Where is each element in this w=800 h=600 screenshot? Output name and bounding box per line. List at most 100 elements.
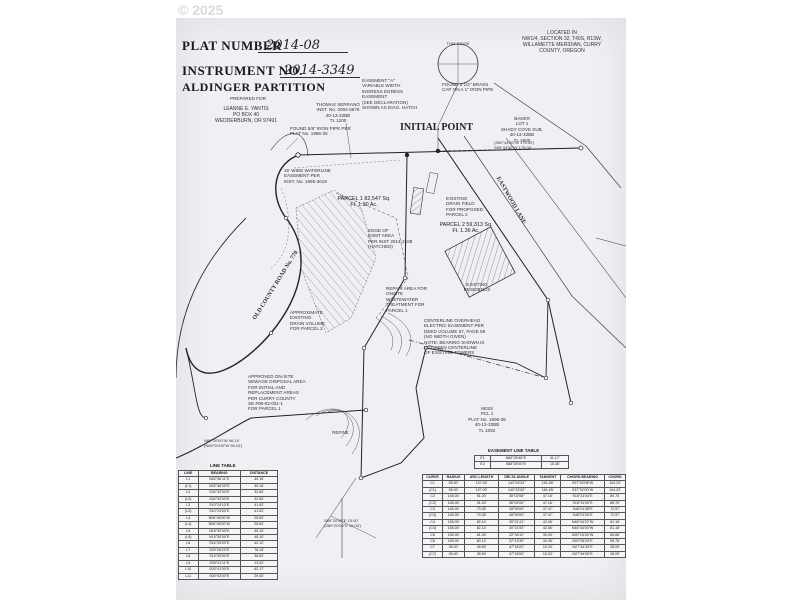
curve-table-row: (C4)155.00'82.14'30°21'00"42.06'N46°44'0… <box>421 525 626 533</box>
line-table-cell: 30.16' <box>240 482 278 491</box>
curve-table-cell: N27°44'00"E <box>560 550 605 559</box>
curve-table-cell: 89.70' <box>603 493 626 501</box>
line-table-cell: L11 <box>178 572 199 580</box>
curve-table-cell: C5 <box>421 531 444 540</box>
line-table-cell: 41.62' <box>240 501 278 510</box>
curve-table-cell: 137.00' <box>463 480 500 488</box>
partition-title: ALDINGER PARTITION <box>182 80 326 94</box>
curve-table-cell: 30.93' <box>534 531 562 540</box>
parcel-1-label: PARCEL 1 82,547 Sq. Ft. 1.90 Ac. <box>337 196 391 209</box>
existing-residence-label: EXISTING RESIDENCE <box>463 282 491 293</box>
curve-table-cell: 28.90' <box>463 550 500 559</box>
approx-drain-note: APPROXIMATE EXISTING DRAIN VOLUME FOR PA… <box>290 310 325 332</box>
curve-table-cell: (C4) <box>421 525 444 533</box>
instrument-underline <box>280 77 360 78</box>
found-brass-cap-note: FOUND 3 1/2" BRASS CAP ON A 1" IRON PIPE <box>442 82 494 93</box>
curve-table-cell: (C1) <box>421 486 444 495</box>
curve-table-cell: 35.00' <box>442 550 465 559</box>
curve-table-row: (C1)55.00'137.00'142°43'00"161.65'S37°02… <box>421 486 626 495</box>
refine-label: REFINE <box>332 430 349 435</box>
curve-table-cell: 104.23' <box>603 486 626 495</box>
plat-number-underline <box>258 52 348 53</box>
monument-note: FOUND 5/8" IRON PIPE PER PLAT No. 1996-3… <box>290 126 351 137</box>
line-table-cell: 30.16' <box>240 476 278 484</box>
north-bearing-label: (S89°44'50"W 175.00') S89°44'50"W 175.00… <box>494 140 535 151</box>
edge-easement-note: EDGE OF ESMT AREA PER INST 2014-2108 (HA… <box>368 228 413 250</box>
this-ridge-label: THIS RIDGE <box>446 41 470 46</box>
curve-table-cell: 161.65' <box>534 480 562 488</box>
curve-table-cell: 47.16' <box>534 493 562 501</box>
curve-table-cell: 91.20' <box>463 499 500 508</box>
line-table-cell: 42.12' <box>240 540 278 548</box>
easement-table-cell: 41.17' <box>540 454 570 463</box>
parcel-2-label: PARCEL 2 59,313 Sq. Ft. 1.36 Ac. <box>439 222 493 235</box>
baker-lot-note: BAKER LOT 1 SHADY COVE SUB. 40-13-32BB T… <box>500 116 544 143</box>
line-table-cell: 45.10' <box>240 527 278 536</box>
line-table-header: DISTANCE <box>240 469 278 478</box>
hatched-easement-area <box>295 189 377 334</box>
curve-table-cell: 28.09' <box>603 550 626 559</box>
curve-table-cell: C4 <box>421 518 444 527</box>
basis-bearing-label: S89°20'00"E 15.00' (S89°20'00"E 15.00') <box>324 518 362 529</box>
curve-table-cell: (C3) <box>421 512 444 520</box>
existing-residence-footprint <box>444 226 516 298</box>
easement-table-cell: E1 <box>474 454 491 463</box>
line-table-cell: S00°03'00"E <box>197 572 242 580</box>
line-table-cell: 45.10' <box>240 534 278 542</box>
line-table-cell: 25.60' <box>240 521 278 529</box>
curve-table-cell: 28.09' <box>603 544 626 552</box>
line-table-title: LINE TABLE <box>210 463 236 468</box>
plat-map-sheet: PLAT NUMBER 2014-08 INSTRUMENT NO. 2014-… <box>176 18 626 600</box>
initial-point-label: INITIAL POINT <box>400 122 474 133</box>
curve-table-cell: C2 <box>421 493 444 501</box>
easement-table-title: EASEMENT LINE TABLE <box>488 448 540 453</box>
old-county-road <box>185 155 302 374</box>
easement-table-cell: S88°26'00"E <box>490 461 542 469</box>
client-address: LEANNE E. YANTIS PO BOX 40 WEDDERBURN, O… <box>215 106 277 124</box>
west-bearing-label: N89°20'00"W 96.10' (N89°20'00"W 96.10') <box>204 438 243 449</box>
hess-parcel-note: HESS PCL 1 PLAT No. 1996-35 40-13-32BB T… <box>468 406 506 433</box>
curve-table-cell: 60.66' <box>603 531 626 540</box>
line-table-cell: 38.52' <box>240 553 278 561</box>
curve-table-cell: 73.35' <box>463 505 500 514</box>
waterline-easement-note: 15' WIDE WATERLINE EASEMENT PER INST. No… <box>284 168 331 184</box>
curve-table-cell: C3 <box>421 505 444 514</box>
approved-septic-note: APPROVED ON-SITE SEWAGE DISPOSAL AREA FO… <box>248 374 306 412</box>
curve-table-cell: 81.18' <box>603 525 626 533</box>
easement-a-note: EASEMENT "A" VARIABLE WIDTH INGRESS EGRE… <box>362 78 418 111</box>
curve-table-cell: 73.35' <box>463 512 500 520</box>
curve-table-cell: 104.23' <box>603 480 626 488</box>
curve-table-row: (C2)145.00'91.20'36°02'00"47.16'S16°31'0… <box>421 499 626 508</box>
overhead-electric-note: CENTERLINE OVERHEAD ELECTRIC EASEMENT PE… <box>424 318 486 356</box>
curve-table-cell: 60.13' <box>463 538 500 546</box>
curve-table-cell: 161.65' <box>534 486 562 495</box>
curve-table-cell: 37.47' <box>534 512 562 520</box>
instrument-value: 2014-3349 <box>284 63 355 78</box>
curve-table-row: (C7)35.00'28.90'47°18'00"15.33'N27°44'00… <box>421 550 626 559</box>
curve-table-cell: 82.14' <box>463 525 500 533</box>
curve-table-cell: C6 <box>421 538 444 546</box>
curve-table-cell: 37.47' <box>534 505 562 514</box>
parcel-boundary <box>360 154 427 479</box>
line-table-cell: 32.60' <box>240 495 278 504</box>
line-table-cell: 41.62' <box>240 508 278 516</box>
easement-table-cell: E2 <box>474 461 491 469</box>
curve-table-cell: 15.33' <box>534 550 562 559</box>
